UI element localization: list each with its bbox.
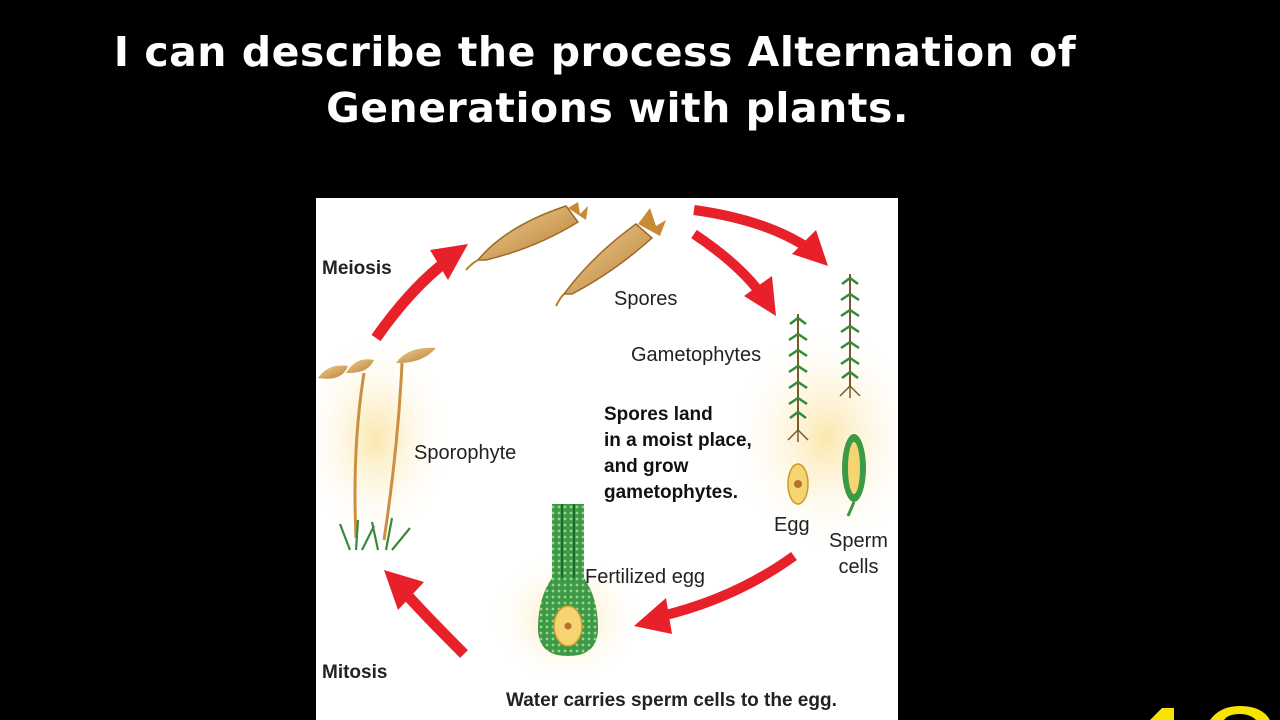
water-note: Water carries sperm cells to the egg. <box>506 690 837 711</box>
arrow-meiosis <box>371 244 468 342</box>
arrow-mitosis <box>384 570 468 658</box>
gametophyte-plant-right <box>839 274 861 398</box>
arrow-to-gametophyte-left <box>691 229 776 316</box>
spores-label: Spores <box>614 288 678 310</box>
spores-land-note: Spores land in a moist place, and grow g… <box>604 402 752 506</box>
arrow-fertilization <box>634 551 797 634</box>
egg-label: Egg <box>774 514 810 536</box>
diagram-artwork <box>316 202 898 688</box>
spore-capsule-left <box>465 202 588 271</box>
sporophyte-glow <box>316 328 456 548</box>
fertilized-egg-label: Fertilized egg <box>585 566 706 588</box>
mitosis-label: Mitosis <box>322 662 388 683</box>
spores-land-note-line-2: in a moist place, <box>604 430 752 451</box>
sperm-cells-label-line-1: Sperm <box>829 530 888 552</box>
fertilized-egg-structure <box>538 504 598 656</box>
sperm-cells-label-line-2: cells <box>838 556 879 578</box>
spore-capsule-right <box>555 208 666 307</box>
gametophytes-label: Gametophytes <box>631 344 762 366</box>
corner-yellow-mark <box>1140 700 1280 720</box>
egg-cell <box>787 463 809 505</box>
meiosis-label: Meiosis <box>322 258 392 279</box>
spores-land-note-line-1: Spores land <box>604 404 713 425</box>
arrow-to-gametophyte-right <box>693 205 828 266</box>
life-cycle-diagram: Meiosis Spores Gametophytes Sporophyte E… <box>316 198 898 720</box>
spores-land-note-line-4: gametophytes. <box>604 482 739 503</box>
spores-land-note-line-3: and grow <box>604 456 689 477</box>
corner-yellow-shape <box>1150 706 1270 720</box>
sporophyte-label: Sporophyte <box>414 442 517 464</box>
sperm-cells-structure <box>842 434 866 517</box>
sperm-cells-label: Sperm cells <box>829 528 888 580</box>
slide-title: I can describe the process Alternation o… <box>60 24 1180 136</box>
sporophyte-plant <box>318 347 436 551</box>
gametophyte-plant-left <box>787 314 809 442</box>
title-line-1: I can describe the process Alternation o… <box>113 28 1077 76</box>
title-line-2: Generations with plants. <box>326 84 909 132</box>
